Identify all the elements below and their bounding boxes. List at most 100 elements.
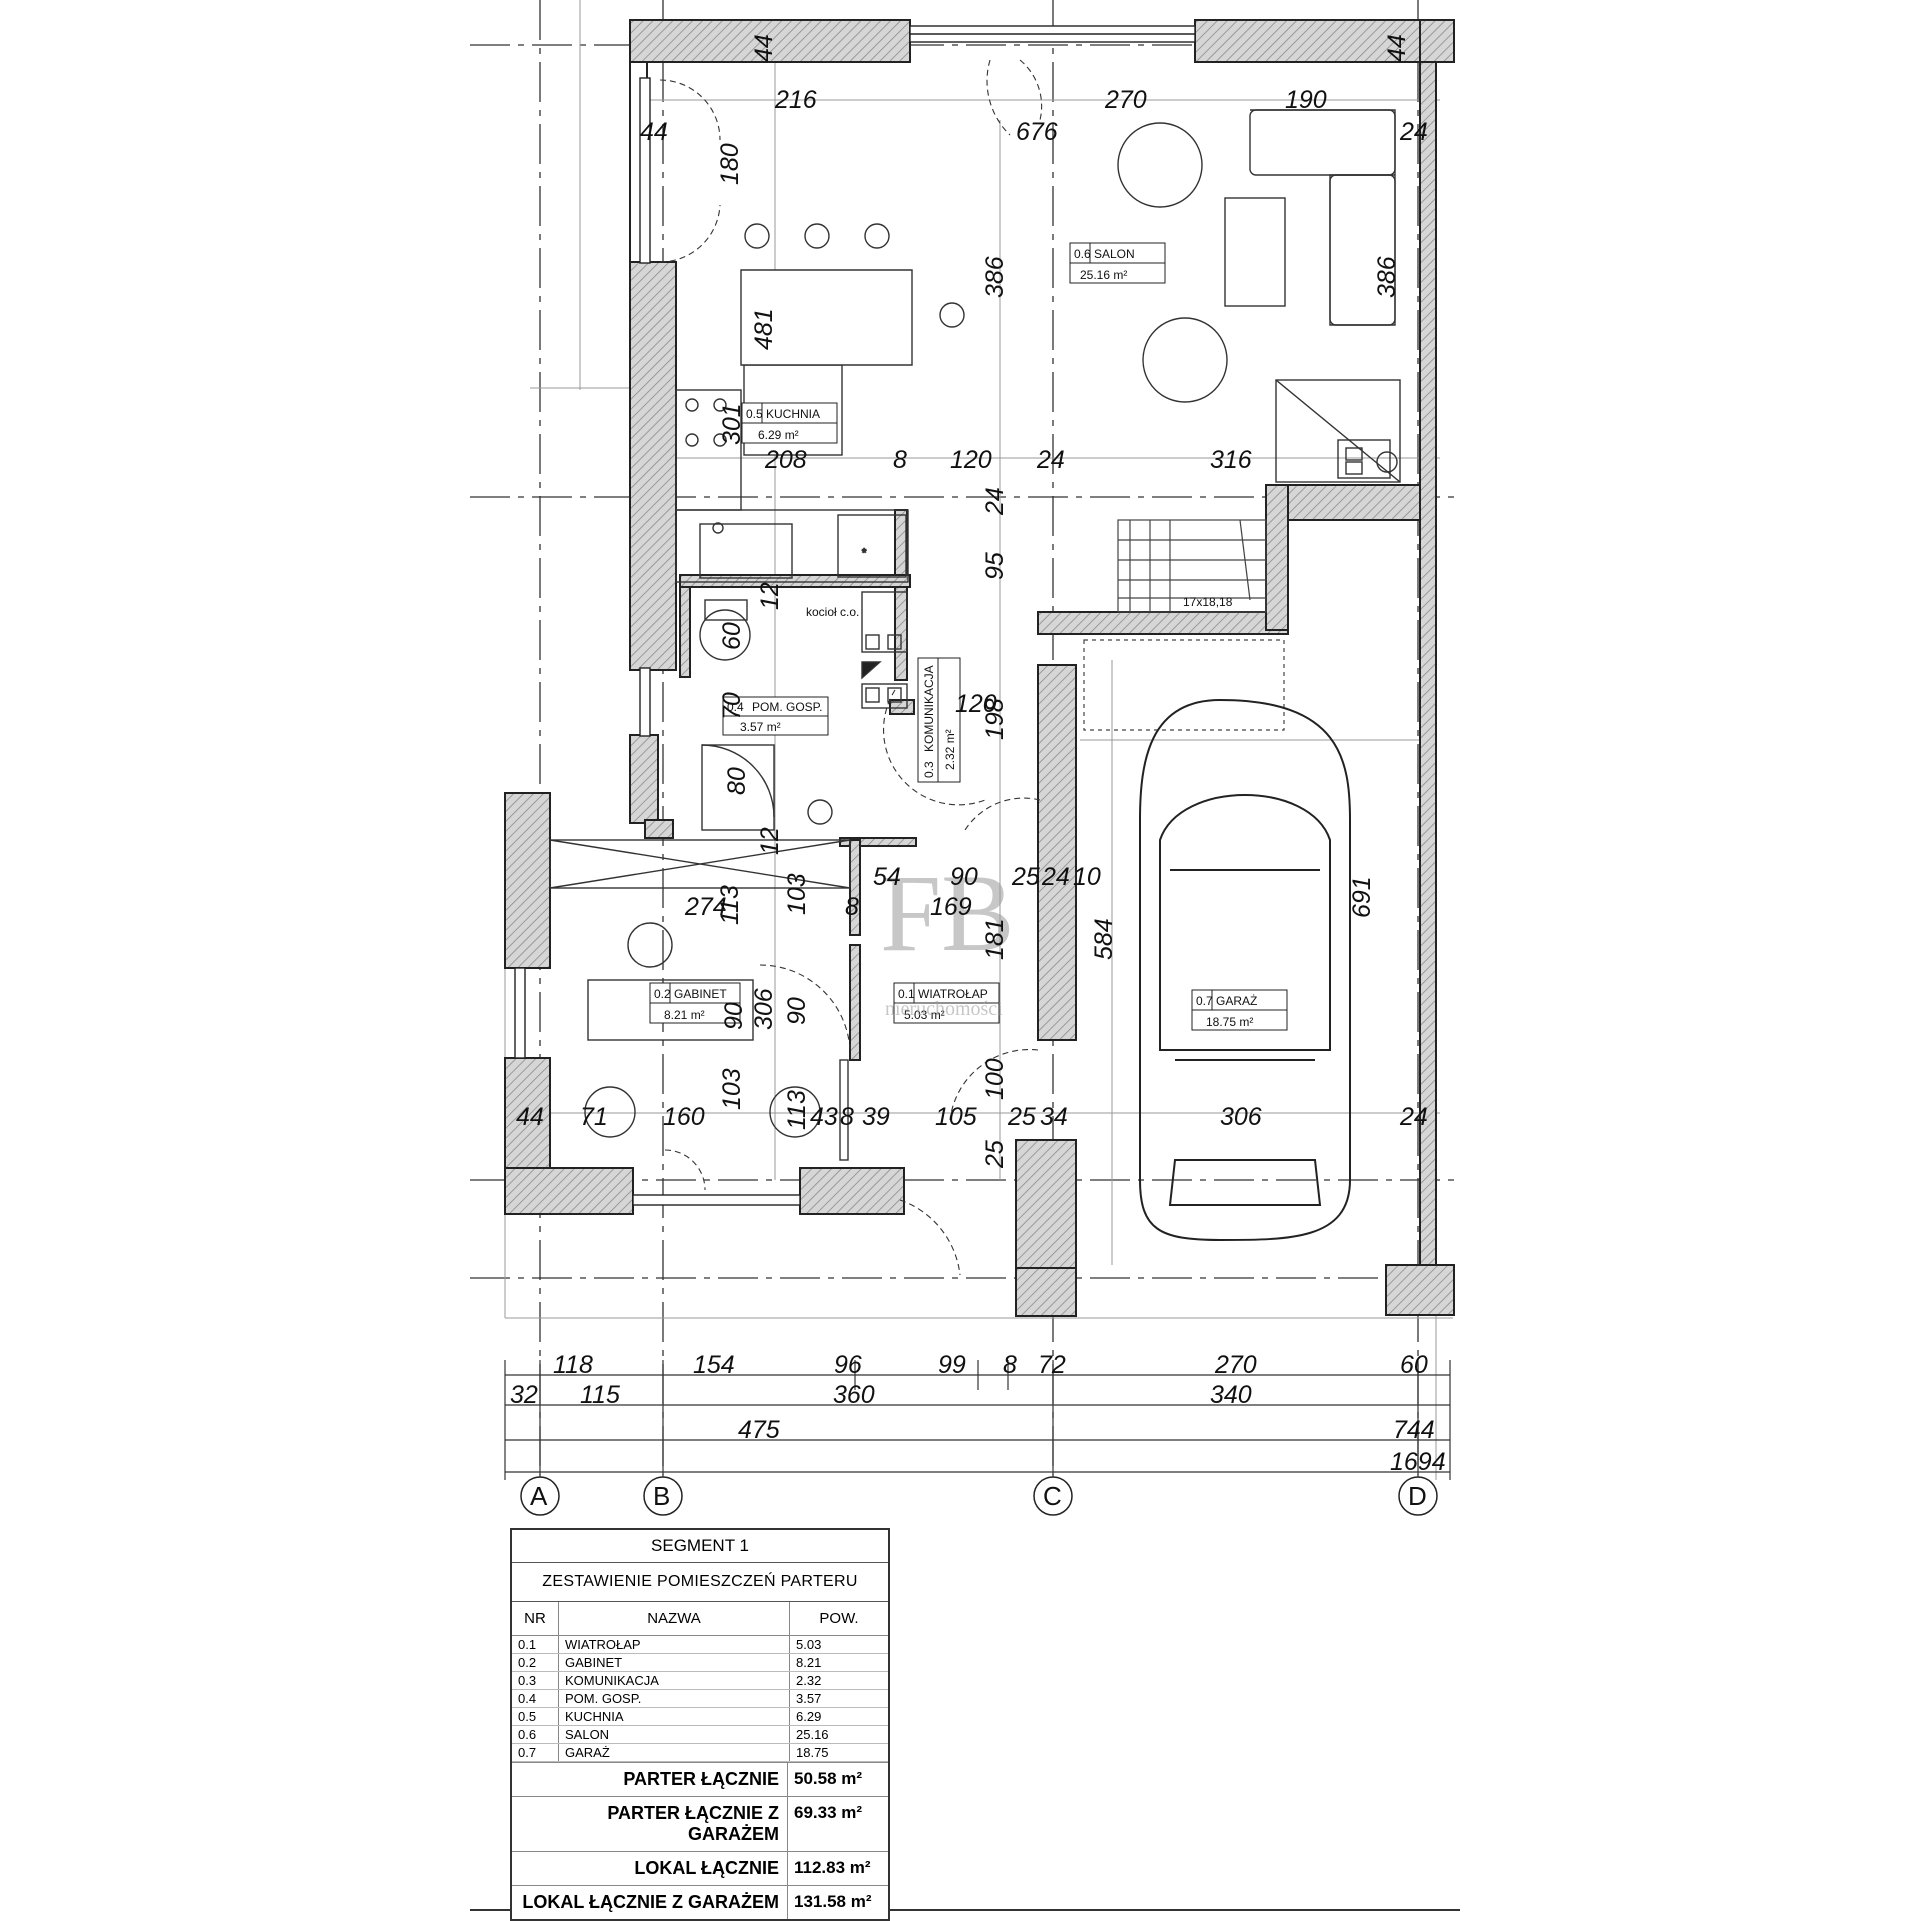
total-label: LOKAL ŁĄCZNIE Z GARAŻEM [512, 1886, 788, 1919]
dim: 24 [1399, 1103, 1428, 1131]
watermark-mark: FB [880, 852, 1015, 974]
dim: 8 [893, 446, 907, 474]
dimensions: 216 676 270 190 24 44 44 180 44 481 386 … [516, 34, 1428, 1169]
dim: 306 [750, 988, 778, 1030]
dim: 24 [1041, 863, 1070, 891]
cell-area: 25.16 [789, 1725, 888, 1744]
cell-name: KUCHNIA [558, 1707, 790, 1726]
dim: 25 [1011, 863, 1040, 891]
axis-grid [470, 0, 1460, 1475]
dim: 744 [1393, 1416, 1435, 1444]
dim: 113 [783, 1090, 811, 1130]
axis-marker-a [520, 1476, 560, 1516]
dim: 96 [834, 1351, 862, 1379]
svg-text:*: * [862, 547, 867, 559]
room-nr-garaz: 0.7 [1196, 994, 1213, 1008]
axis-markers [520, 1476, 1438, 1516]
watermark-sub: nieruchomości [885, 998, 1003, 1020]
dim: 316 [1210, 446, 1252, 474]
cell-nr: 0.1 [512, 1635, 559, 1654]
room-name-garaz: GARAŻ [1216, 994, 1257, 1008]
walls [504, 19, 1455, 1317]
cell-name: GARAŻ [558, 1743, 790, 1762]
dim: 216 [774, 86, 817, 114]
dim: 120 [955, 690, 997, 718]
cell-area: 2.32 [789, 1671, 888, 1690]
room-name-salon: SALON [1094, 247, 1135, 261]
total-value: 69.33 m² [794, 1803, 863, 1822]
room-schedule-table: SEGMENT 1 ZESTAWIENIE POMIESZCZEŃ PARTER… [510, 1528, 890, 1921]
total-label: PARTER ŁĄCZNIE Z GARAŻEM [512, 1797, 788, 1851]
total-value: 112.83 m² [794, 1858, 871, 1877]
dim: 340 [1210, 1381, 1252, 1409]
dim: 24 [981, 487, 1009, 516]
dim: 44 [750, 34, 778, 62]
dim: 60 [1400, 1351, 1428, 1379]
dim: 584 [1090, 918, 1118, 960]
room-area-pom-gosp: 3.57 m² [740, 720, 781, 734]
bottom-dimensions: 118 154 96 99 8 72 270 60 32 115 360 340… [510, 1351, 1446, 1476]
room-nr-gabinet: 0.2 [654, 987, 671, 1001]
dim: 44 [1383, 34, 1411, 62]
dim: 99 [938, 1351, 966, 1379]
cell-nr: 0.7 [512, 1743, 559, 1762]
schedule-title: SEGMENT 1 [512, 1530, 888, 1563]
room-nr-kuchnia: 0.5 [746, 407, 763, 421]
watermark: FB nieruchomości [880, 852, 1015, 1020]
dim: 103 [783, 873, 811, 915]
axis-label-a: A [530, 1481, 548, 1511]
dim: 43 [810, 1103, 838, 1131]
axis-marker-c [1033, 1476, 1073, 1516]
cell-nr: 0.5 [512, 1707, 559, 1726]
dim: 39 [862, 1103, 890, 1131]
dim: 8 [1003, 1351, 1017, 1379]
dim: 72 [1038, 1351, 1066, 1379]
dim: 8 [845, 893, 859, 921]
dim: 100 [981, 1058, 1009, 1100]
dim: 25 [1007, 1103, 1036, 1131]
col-name: NAZWA [558, 1602, 790, 1636]
room-nr-pom-gosp: 0.4 [727, 700, 744, 714]
cell-area: 5.03 [789, 1635, 888, 1654]
dim: 180 [716, 143, 744, 185]
room-tags [649, 242, 1288, 1031]
dim: 12 [756, 827, 784, 855]
dim: 34 [1040, 1103, 1068, 1131]
room-name-gabinet: GABINET [674, 987, 727, 1001]
doors [659, 59, 1043, 1276]
dim: 95 [981, 552, 1009, 580]
pantry-fixtures [699, 591, 908, 831]
office-furniture [549, 839, 851, 1161]
dim: 90 [783, 997, 811, 1025]
dim: 306 [1220, 1103, 1262, 1131]
dim: 44 [516, 1103, 544, 1131]
stairs-label: 17x18,18 [1183, 595, 1233, 609]
cell-name: WIATROŁAP [558, 1635, 790, 1654]
room-nr-salon: 0.6 [1074, 247, 1091, 261]
total-value: 50.58 m² [794, 1769, 863, 1788]
schedule-subtitle: ZESTAWIENIE POMIESZCZEŃ PARTERU [512, 1563, 888, 1602]
dim: 90 [720, 1002, 748, 1030]
dim: 208 [764, 446, 807, 474]
room-name-kuchnia: KUCHNIA [766, 407, 820, 421]
dim: 120 [950, 446, 992, 474]
room-nr-komunikacja: 0.3 [922, 761, 936, 778]
cell-area: 8.21 [789, 1653, 888, 1672]
room-area-salon: 25.16 m² [1080, 268, 1127, 282]
staircase [1083, 519, 1285, 731]
cell-area: 6.29 [789, 1707, 888, 1726]
dim: 8 [840, 1103, 854, 1131]
axis-marker-b [643, 1476, 683, 1516]
dim: 24 [1399, 118, 1428, 146]
cell-name: SALON [558, 1725, 790, 1744]
col-area: POW. [789, 1602, 888, 1636]
axis-marker-d [1398, 1476, 1438, 1516]
windows [514, 25, 1196, 1206]
